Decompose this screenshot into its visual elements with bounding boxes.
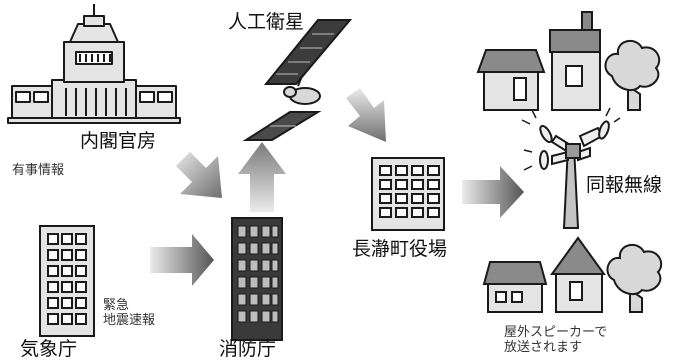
house-icon xyxy=(482,261,548,313)
loudspeaker-tower-icon xyxy=(521,107,621,229)
arrow-jma-to-fdma xyxy=(150,234,214,286)
town-hall-label: 長瀞町役場 xyxy=(352,238,448,260)
house-icon xyxy=(549,11,601,111)
fdma-building-icon xyxy=(231,217,283,341)
arrow-fdma-to-satellite xyxy=(238,142,286,212)
jma-label: 気象庁 xyxy=(20,338,78,360)
jma-building-icon xyxy=(39,225,95,337)
eew-label-line1: 緊急 xyxy=(103,298,130,313)
cabinet-office-building-icon xyxy=(7,4,181,124)
house-icon xyxy=(476,49,546,111)
fdma-label: 消防庁 xyxy=(219,338,277,360)
cabinet-office-label: 内閣官房 xyxy=(80,130,157,152)
broadcast-system-label: 同報無線 xyxy=(586,174,663,196)
speaker-label-line1: 屋外スピーカーで xyxy=(504,325,608,340)
eew-label-line2: 地震速報 xyxy=(103,313,156,328)
tree-icon xyxy=(604,39,661,111)
tree-icon xyxy=(606,243,663,313)
arrow-townhall-to-speaker xyxy=(462,166,524,218)
speaker-label-line2: 放送されます xyxy=(504,340,583,355)
arrow-cabinet-to-fdma xyxy=(174,152,222,198)
town-hall-building-icon xyxy=(371,157,445,231)
emergency-info-label: 有事情報 xyxy=(12,163,65,178)
house-icon xyxy=(550,236,606,313)
satellite-label: 人工衛星 xyxy=(228,11,305,33)
satellite-icon xyxy=(242,19,353,141)
arrow-satellite-to-townhall xyxy=(346,88,386,142)
